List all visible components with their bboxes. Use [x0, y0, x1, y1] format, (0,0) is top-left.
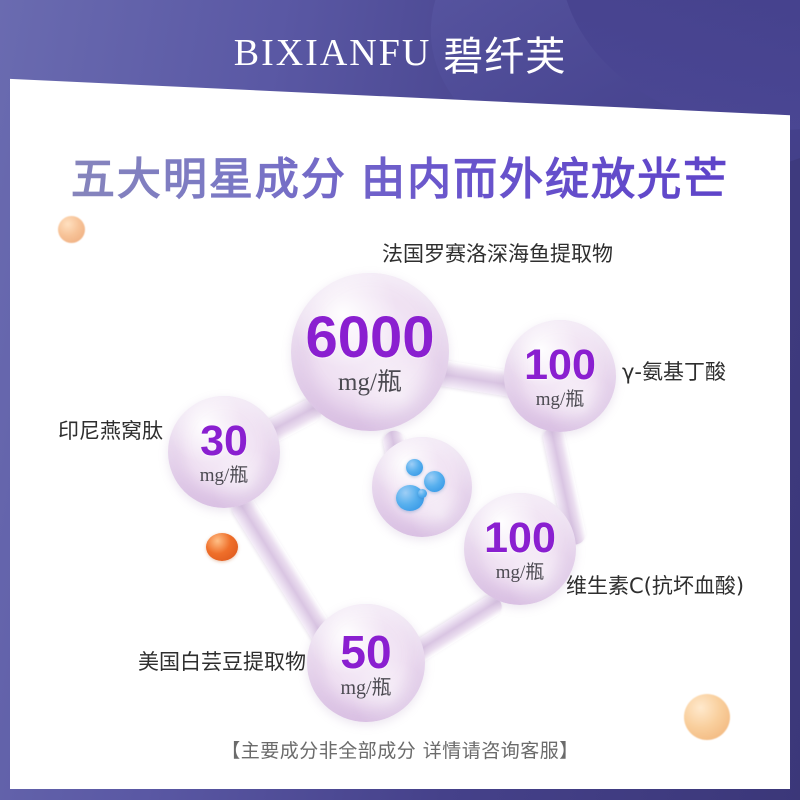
ingredient-unit: mg/瓶	[340, 676, 392, 699]
page-title: 五大明星成分 由内而外绽放光芒	[0, 143, 800, 207]
ingredient-amount: 6000	[305, 305, 435, 370]
brand-logo: BIXIANFU 碧纤芙	[0, 24, 800, 82]
blue-droplet	[424, 471, 445, 492]
ingredient-label-bean: 美国白芸豆提取物	[138, 650, 306, 674]
blue-droplet	[406, 459, 423, 476]
ingredient-amount: 100	[484, 513, 556, 562]
ingredient-node-gaba[interactable]: 100 mg/瓶	[504, 320, 616, 432]
brand-name-latin: BIXIANFU	[233, 32, 432, 74]
decorative-molecule-node	[372, 437, 472, 537]
ingredient-node-fish[interactable]: 6000 mg/瓶	[291, 273, 449, 431]
ingredient-label-vitc: 维生素C(抗坏血酸)	[566, 574, 745, 598]
ingredient-node-vitc[interactable]: 100 mg/瓶	[464, 493, 576, 605]
ingredient-node-nest[interactable]: 30 mg/瓶	[168, 396, 280, 508]
ingredient-label-gaba: γ-氨基丁酸	[622, 360, 727, 384]
blue-droplet	[418, 489, 427, 498]
decorative-droplet-peach	[58, 216, 85, 243]
disclaimer-note: 【主要成分非全部成分 详情请咨询客服】	[221, 740, 579, 762]
ingredient-label-fish: 法国罗赛洛深海鱼提取物	[382, 242, 613, 266]
decorative-droplet-orange	[206, 533, 238, 561]
ingredient-unit: mg/瓶	[199, 464, 249, 486]
ingredient-unit: mg/瓶	[338, 369, 402, 396]
ingredient-amount: 50	[340, 625, 392, 678]
ingredient-amount: 30	[200, 416, 248, 465]
ingredient-unit: mg/瓶	[535, 388, 585, 410]
ingredient-amount: 100	[524, 340, 596, 389]
ingredient-unit: mg/瓶	[495, 561, 545, 583]
ingredient-node-bean[interactable]: 50 mg/瓶	[307, 604, 425, 722]
ingredient-label-nest: 印尼燕窝肽	[58, 419, 163, 443]
brand-name-chinese: 碧纤芙	[443, 34, 567, 80]
decorative-droplet-peach	[684, 694, 730, 740]
